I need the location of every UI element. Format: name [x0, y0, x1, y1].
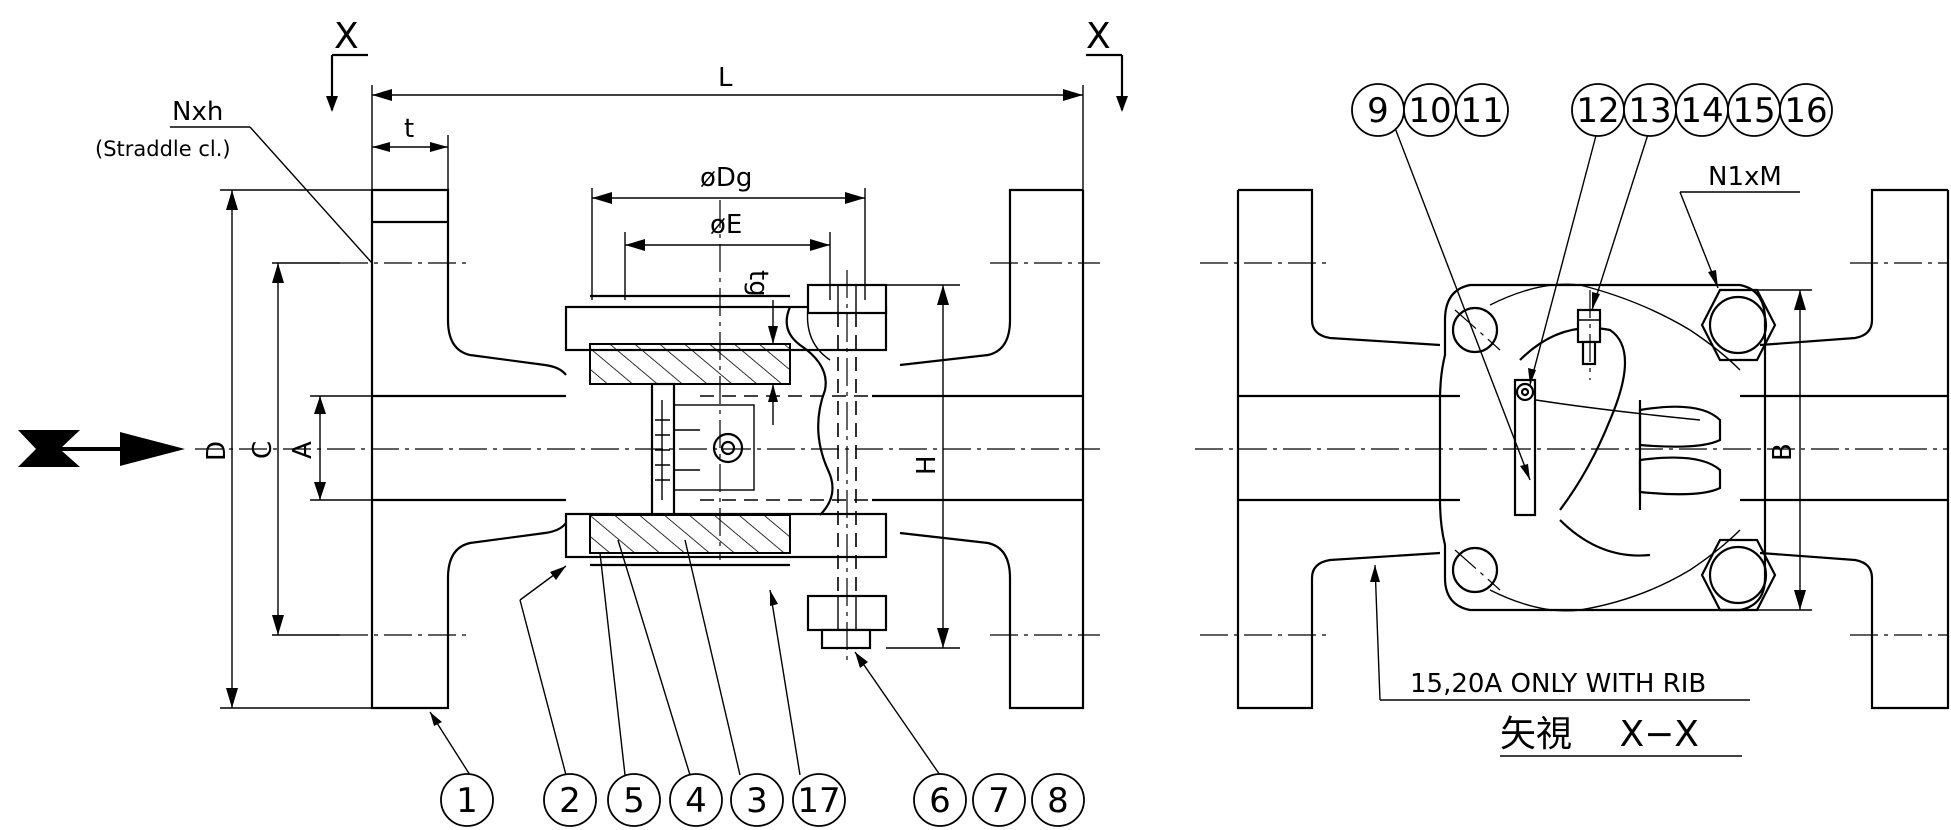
balloon-3: 3: [730, 773, 784, 827]
svg-text:16: 16: [1784, 91, 1827, 131]
balloon-9: 9: [1351, 83, 1405, 137]
balloon-2: 2: [543, 773, 597, 827]
svg-text:6: 6: [929, 781, 951, 821]
balloon-5: 5: [607, 773, 661, 827]
section-letter-right: X: [1086, 16, 1111, 57]
dimension-E: øE: [624, 210, 831, 300]
section-mark-right: X: [1086, 16, 1128, 112]
svg-text:15: 15: [1732, 91, 1775, 131]
dimension-Dg: øDg: [591, 163, 866, 300]
section-mark-left: X: [326, 16, 368, 112]
svg-text:11: 11: [1460, 91, 1503, 131]
side-right-flange: [1740, 188, 1950, 710]
svg-text:12: 12: [1576, 91, 1619, 131]
balloon-4: 4: [669, 773, 723, 827]
dimension-C: C: [248, 262, 340, 636]
side-bolts: [1451, 288, 1777, 612]
svg-text:14: 14: [1680, 91, 1723, 131]
dimension-L: L: [371, 63, 1084, 190]
svg-text:7: 7: [988, 781, 1010, 821]
svg-text:9: 9: [1367, 91, 1389, 131]
balloon-7: 7: [972, 773, 1026, 827]
dimension-label-L: L: [718, 63, 733, 93]
svg-text:2: 2: [559, 781, 581, 821]
section-letter-left: X: [334, 16, 359, 57]
dimension-H: H: [886, 284, 960, 649]
leader-lines-bottom: [429, 539, 941, 776]
leader-lines-top: [1394, 127, 1651, 481]
view-label: 矢視 X−X: [1500, 714, 1742, 757]
balloon-8: 8: [1031, 773, 1085, 827]
note-rib: 15,20A ONLY WITH RIB: [1410, 669, 1706, 699]
dimension-label-E: øE: [710, 210, 742, 240]
balloon-13: 13: [1623, 83, 1677, 137]
svg-text:4: 4: [685, 781, 707, 821]
dimension-A: A: [288, 395, 372, 501]
view-label-text: 矢視 X−X: [1500, 714, 1699, 755]
balloon-15: 15: [1727, 83, 1781, 137]
dimension-label-D: D: [202, 441, 232, 461]
dimension-label-Nxh: Nxh: [172, 97, 223, 127]
dimension-label-B: B: [1768, 443, 1798, 461]
dimension-label-A: A: [288, 441, 318, 459]
svg-text:3: 3: [746, 781, 768, 821]
balloon-6: 6: [913, 773, 967, 827]
left-flange: [370, 188, 567, 710]
balloon-17: 17: [792, 773, 846, 827]
dimension-tg: tg: [743, 270, 778, 425]
dimension-label-N1xM: N1xM: [1708, 162, 1782, 192]
label-straddle: (Straddle cl.): [95, 137, 231, 161]
balloon-11: 11: [1455, 83, 1509, 137]
balloon-1: 1: [440, 773, 494, 827]
side-body: [1438, 283, 1767, 612]
svg-text:10: 10: [1408, 91, 1451, 131]
side-view-x-x: B N1xM 15,20A ONLY WITH RIB 矢視 X−: [1195, 127, 1950, 757]
body-section: [564, 294, 888, 567]
svg-text:1: 1: [456, 781, 478, 821]
side-left-flange: [1236, 188, 1460, 710]
balloon-14: 14: [1675, 83, 1729, 137]
balloon-10: 10: [1403, 83, 1457, 137]
dimension-label-t: t: [404, 114, 414, 144]
dimension-t: t: [372, 114, 449, 190]
part-balloons: 1 2 5 4 3 17 6 7 8 9 10 11 12 13 14 15 1…: [440, 83, 1833, 827]
front-section-view: X X: [18, 16, 1128, 776]
leader-N1xM: N1xM: [1679, 162, 1800, 289]
svg-text:13: 13: [1628, 91, 1671, 131]
dimension-B: B: [1757, 289, 1812, 611]
svg-text:5: 5: [623, 781, 645, 821]
svg-text:8: 8: [1047, 781, 1069, 821]
leader-Nxh: Nxh (Straddle cl.): [95, 97, 373, 264]
balloon-16: 16: [1779, 83, 1833, 137]
dimension-label-H: H: [912, 455, 942, 475]
dimension-label-tg: tg: [743, 270, 773, 297]
rib-note: 15,20A ONLY WITH RIB: [1370, 564, 1750, 701]
dimension-label-C: C: [248, 441, 278, 459]
dimension-label-Dg: øDg: [700, 163, 752, 193]
flow-direction-arrow: [18, 430, 185, 467]
balloon-12: 12: [1571, 83, 1625, 137]
svg-text:17: 17: [797, 781, 840, 821]
dimension-D: D: [202, 189, 372, 709]
